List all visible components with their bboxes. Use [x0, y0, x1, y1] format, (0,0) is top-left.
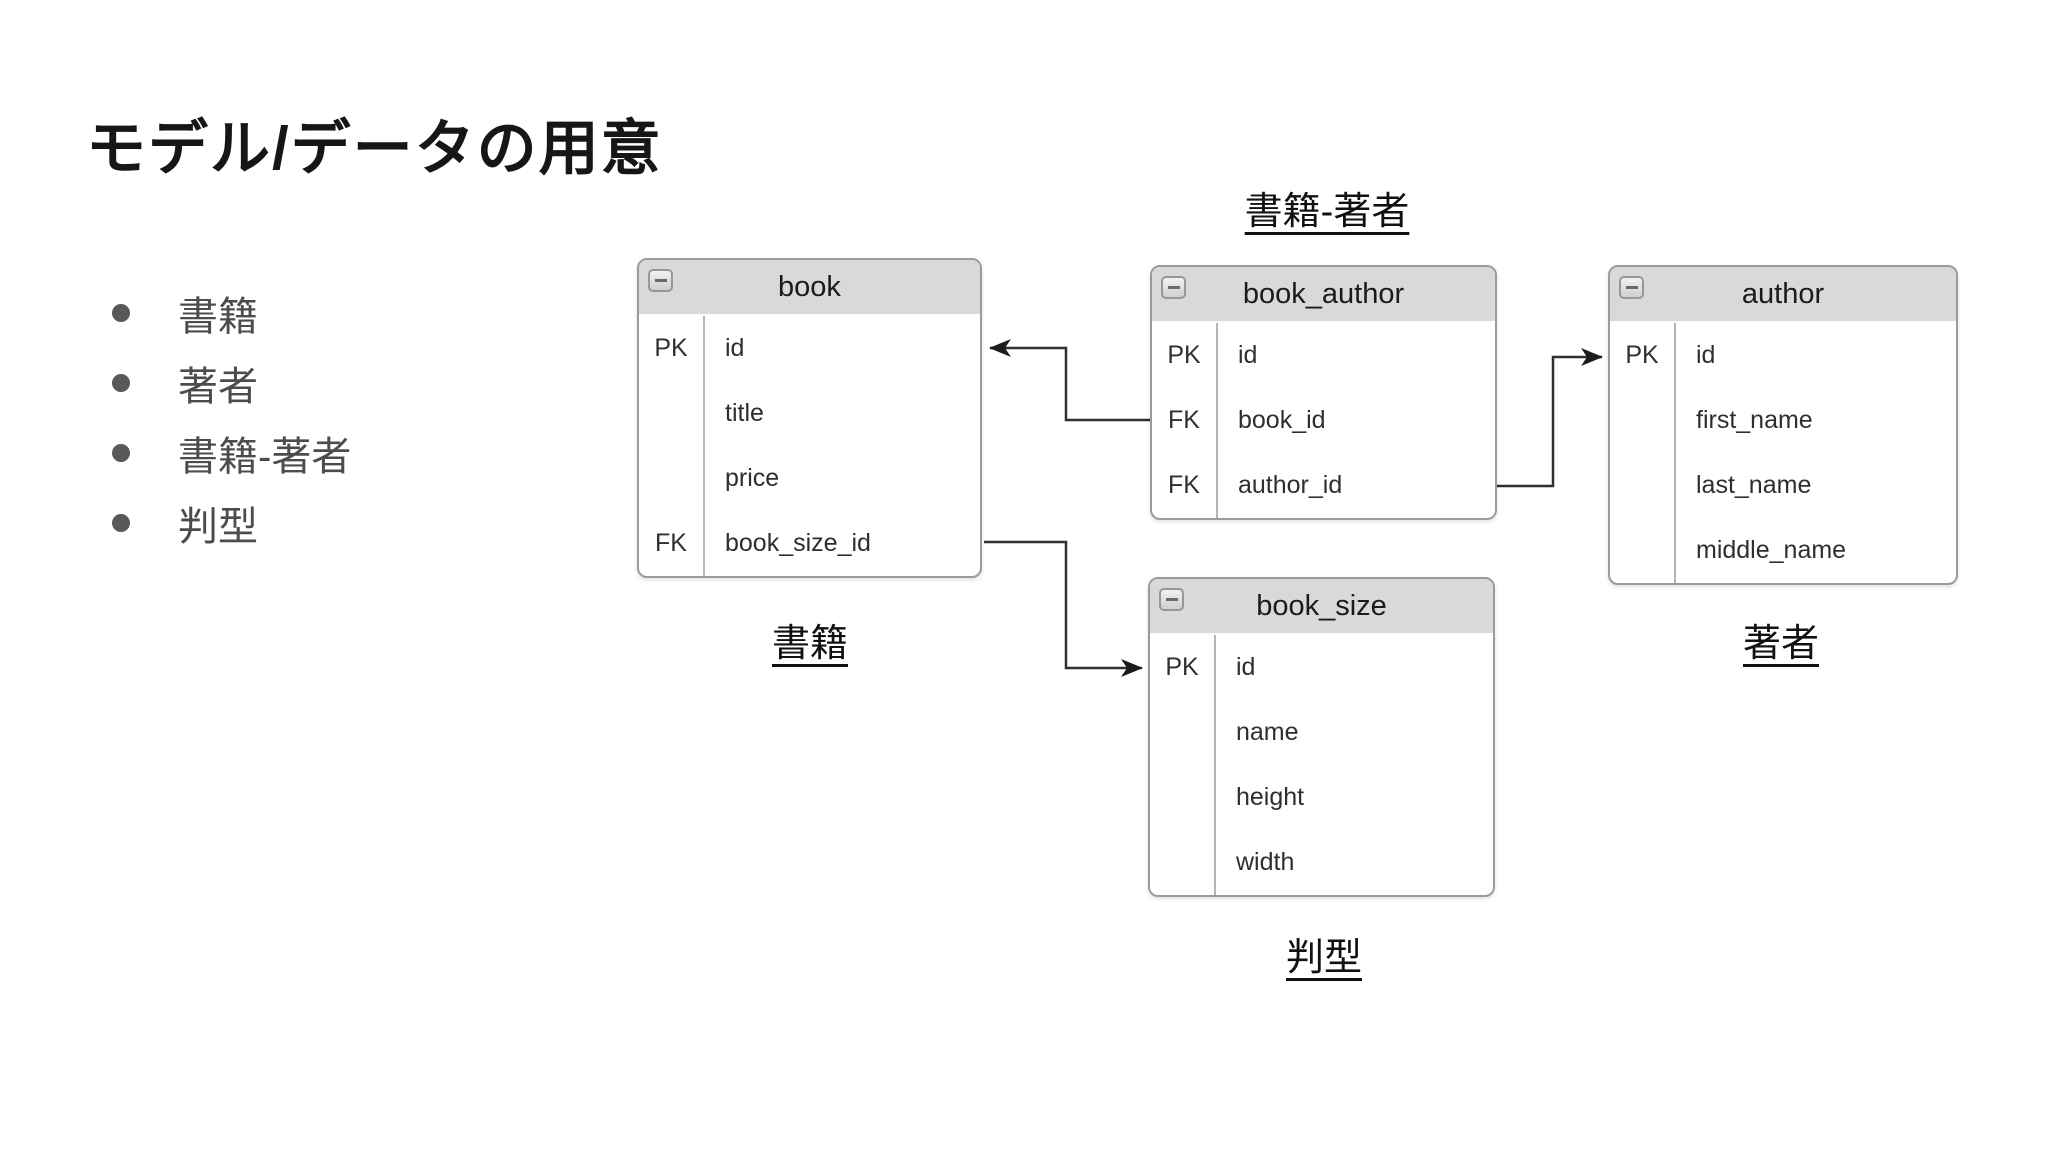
row-field-name: name [1236, 718, 1299, 746]
row-field-name: price [725, 464, 780, 492]
entity-table-author: author PK id first_name last_name middle_nam… [1608, 265, 1958, 585]
list-item: 書籍 [112, 278, 351, 348]
row-field-name: id [1696, 341, 1716, 369]
minus-icon [1165, 598, 1178, 601]
row-field-name: book_size_id [725, 529, 871, 557]
entity-row: FK book_id [1152, 388, 1495, 453]
bullet-icon [112, 514, 130, 532]
entity-row: PK id [1150, 635, 1493, 700]
row-field-name: id [725, 334, 745, 362]
list-item: 著者 [112, 348, 351, 418]
row-field-name: title [725, 399, 764, 427]
entity-table-book_size: book_size PK id name height width [1148, 577, 1495, 897]
bullet-icon [112, 444, 130, 462]
entity-header: book_size [1150, 579, 1493, 635]
entity-row: last_name [1610, 453, 1956, 518]
row-field-name: last_name [1696, 471, 1812, 499]
entity-row: PK id [639, 316, 980, 381]
bullet-icon [112, 304, 130, 322]
collapse-minus-icon[interactable] [1161, 276, 1186, 299]
minus-icon [1625, 286, 1638, 289]
entity-rows: PK id name height width [1150, 635, 1493, 895]
relationship-arrow-book_author-to-book [989, 339, 1150, 422]
collapse-minus-icon[interactable] [648, 269, 673, 292]
list-item: 書籍-著者 [112, 418, 351, 488]
list-item: 判型 [112, 488, 351, 558]
entity-header: author [1610, 267, 1956, 323]
entity-row: height [1150, 765, 1493, 830]
row-field-name: author_id [1238, 471, 1343, 499]
row-field-name: first_name [1696, 406, 1813, 434]
collapse-minus-icon[interactable] [1159, 588, 1184, 611]
entity-name: book [778, 270, 841, 303]
entity-row: PK id [1152, 323, 1495, 388]
relationship-arrow-book_author-to-author [1497, 348, 1603, 488]
entity-name: book_author [1242, 277, 1405, 310]
bullet-icon [112, 374, 130, 392]
entity-row: FK book_size_id [639, 511, 980, 576]
entity-rows: PK id first_name last_name middle_name [1610, 323, 1956, 583]
entity-caption-book_author: 書籍-著者 [1244, 191, 1410, 233]
row-key-label: PK [1165, 653, 1199, 681]
entity-caption-author: 著者 [1742, 623, 1820, 665]
collapse-minus-icon[interactable] [1619, 276, 1644, 299]
entity-row: title [639, 381, 980, 446]
entity-row: FK author_id [1152, 453, 1495, 518]
entity-row: price [639, 446, 980, 511]
bullet-list: 書籍 著者 書籍-著者 判型 [112, 278, 351, 558]
row-field-name: height [1236, 783, 1305, 811]
entity-row: middle_name [1610, 518, 1956, 583]
row-field-name: middle_name [1696, 536, 1847, 564]
row-key-label: PK [1167, 341, 1201, 369]
bullet-label: 書籍 [178, 295, 258, 339]
row-field-name: width [1236, 848, 1295, 876]
minus-icon [1167, 286, 1180, 289]
row-key-label: PK [654, 334, 688, 362]
page-title: モデル/データの用意 [86, 115, 663, 182]
entity-row: name [1150, 700, 1493, 765]
row-field-name: id [1236, 653, 1256, 681]
row-key-label: FK [1168, 471, 1200, 499]
entity-header: book [639, 260, 980, 316]
entity-caption-book: 書籍 [771, 623, 849, 665]
row-key-label: PK [1625, 341, 1659, 369]
entity-row: width [1150, 830, 1493, 895]
bullet-label: 著者 [178, 365, 258, 409]
relationship-arrow-book-to-book_size [984, 540, 1143, 677]
entity-header: book_author [1152, 267, 1495, 323]
row-field-name: id [1238, 341, 1258, 369]
row-key-label: FK [655, 529, 687, 557]
bullet-label: 判型 [178, 505, 258, 549]
bullet-label: 書籍-著者 [178, 435, 352, 479]
entity-caption-book_size: 判型 [1285, 937, 1363, 979]
entity-name: book_size [1256, 589, 1387, 622]
entity-name: author [1741, 277, 1825, 310]
entity-row: PK id [1610, 323, 1956, 388]
entity-row: first_name [1610, 388, 1956, 453]
row-field-name: book_id [1238, 406, 1326, 434]
row-key-label: FK [1168, 406, 1200, 434]
minus-icon [654, 279, 667, 282]
